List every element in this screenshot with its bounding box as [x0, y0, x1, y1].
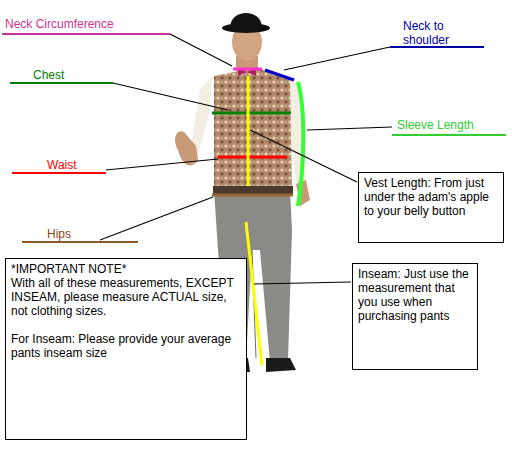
note-box: *IMPORTANT NOTE*With all of these measur… [5, 258, 247, 440]
note-box: Inseam: Just use the measurement that yo… [352, 263, 478, 370]
measurement-label: Neck to shoulder [403, 19, 479, 47]
measurement-label: Waist [47, 158, 107, 172]
measurement-label: Neck Circumference [5, 17, 175, 31]
note-box: Vest Length: From just under the adam's … [358, 172, 504, 243]
note-text: Vest Length: From just under the adam's … [364, 176, 498, 218]
measurement-label: Hips [47, 227, 107, 241]
measurement-label: Sleeve Length [397, 118, 507, 132]
note-text: For Inseam: Please provide your average … [11, 332, 241, 360]
note-text: Inseam: Just use the measurement that yo… [358, 267, 472, 323]
note-text: *IMPORTANT NOTE* [11, 262, 241, 276]
note-text: With all of these measurements, EXCEPT I… [11, 276, 241, 318]
measurement-label: Chest [33, 68, 113, 82]
